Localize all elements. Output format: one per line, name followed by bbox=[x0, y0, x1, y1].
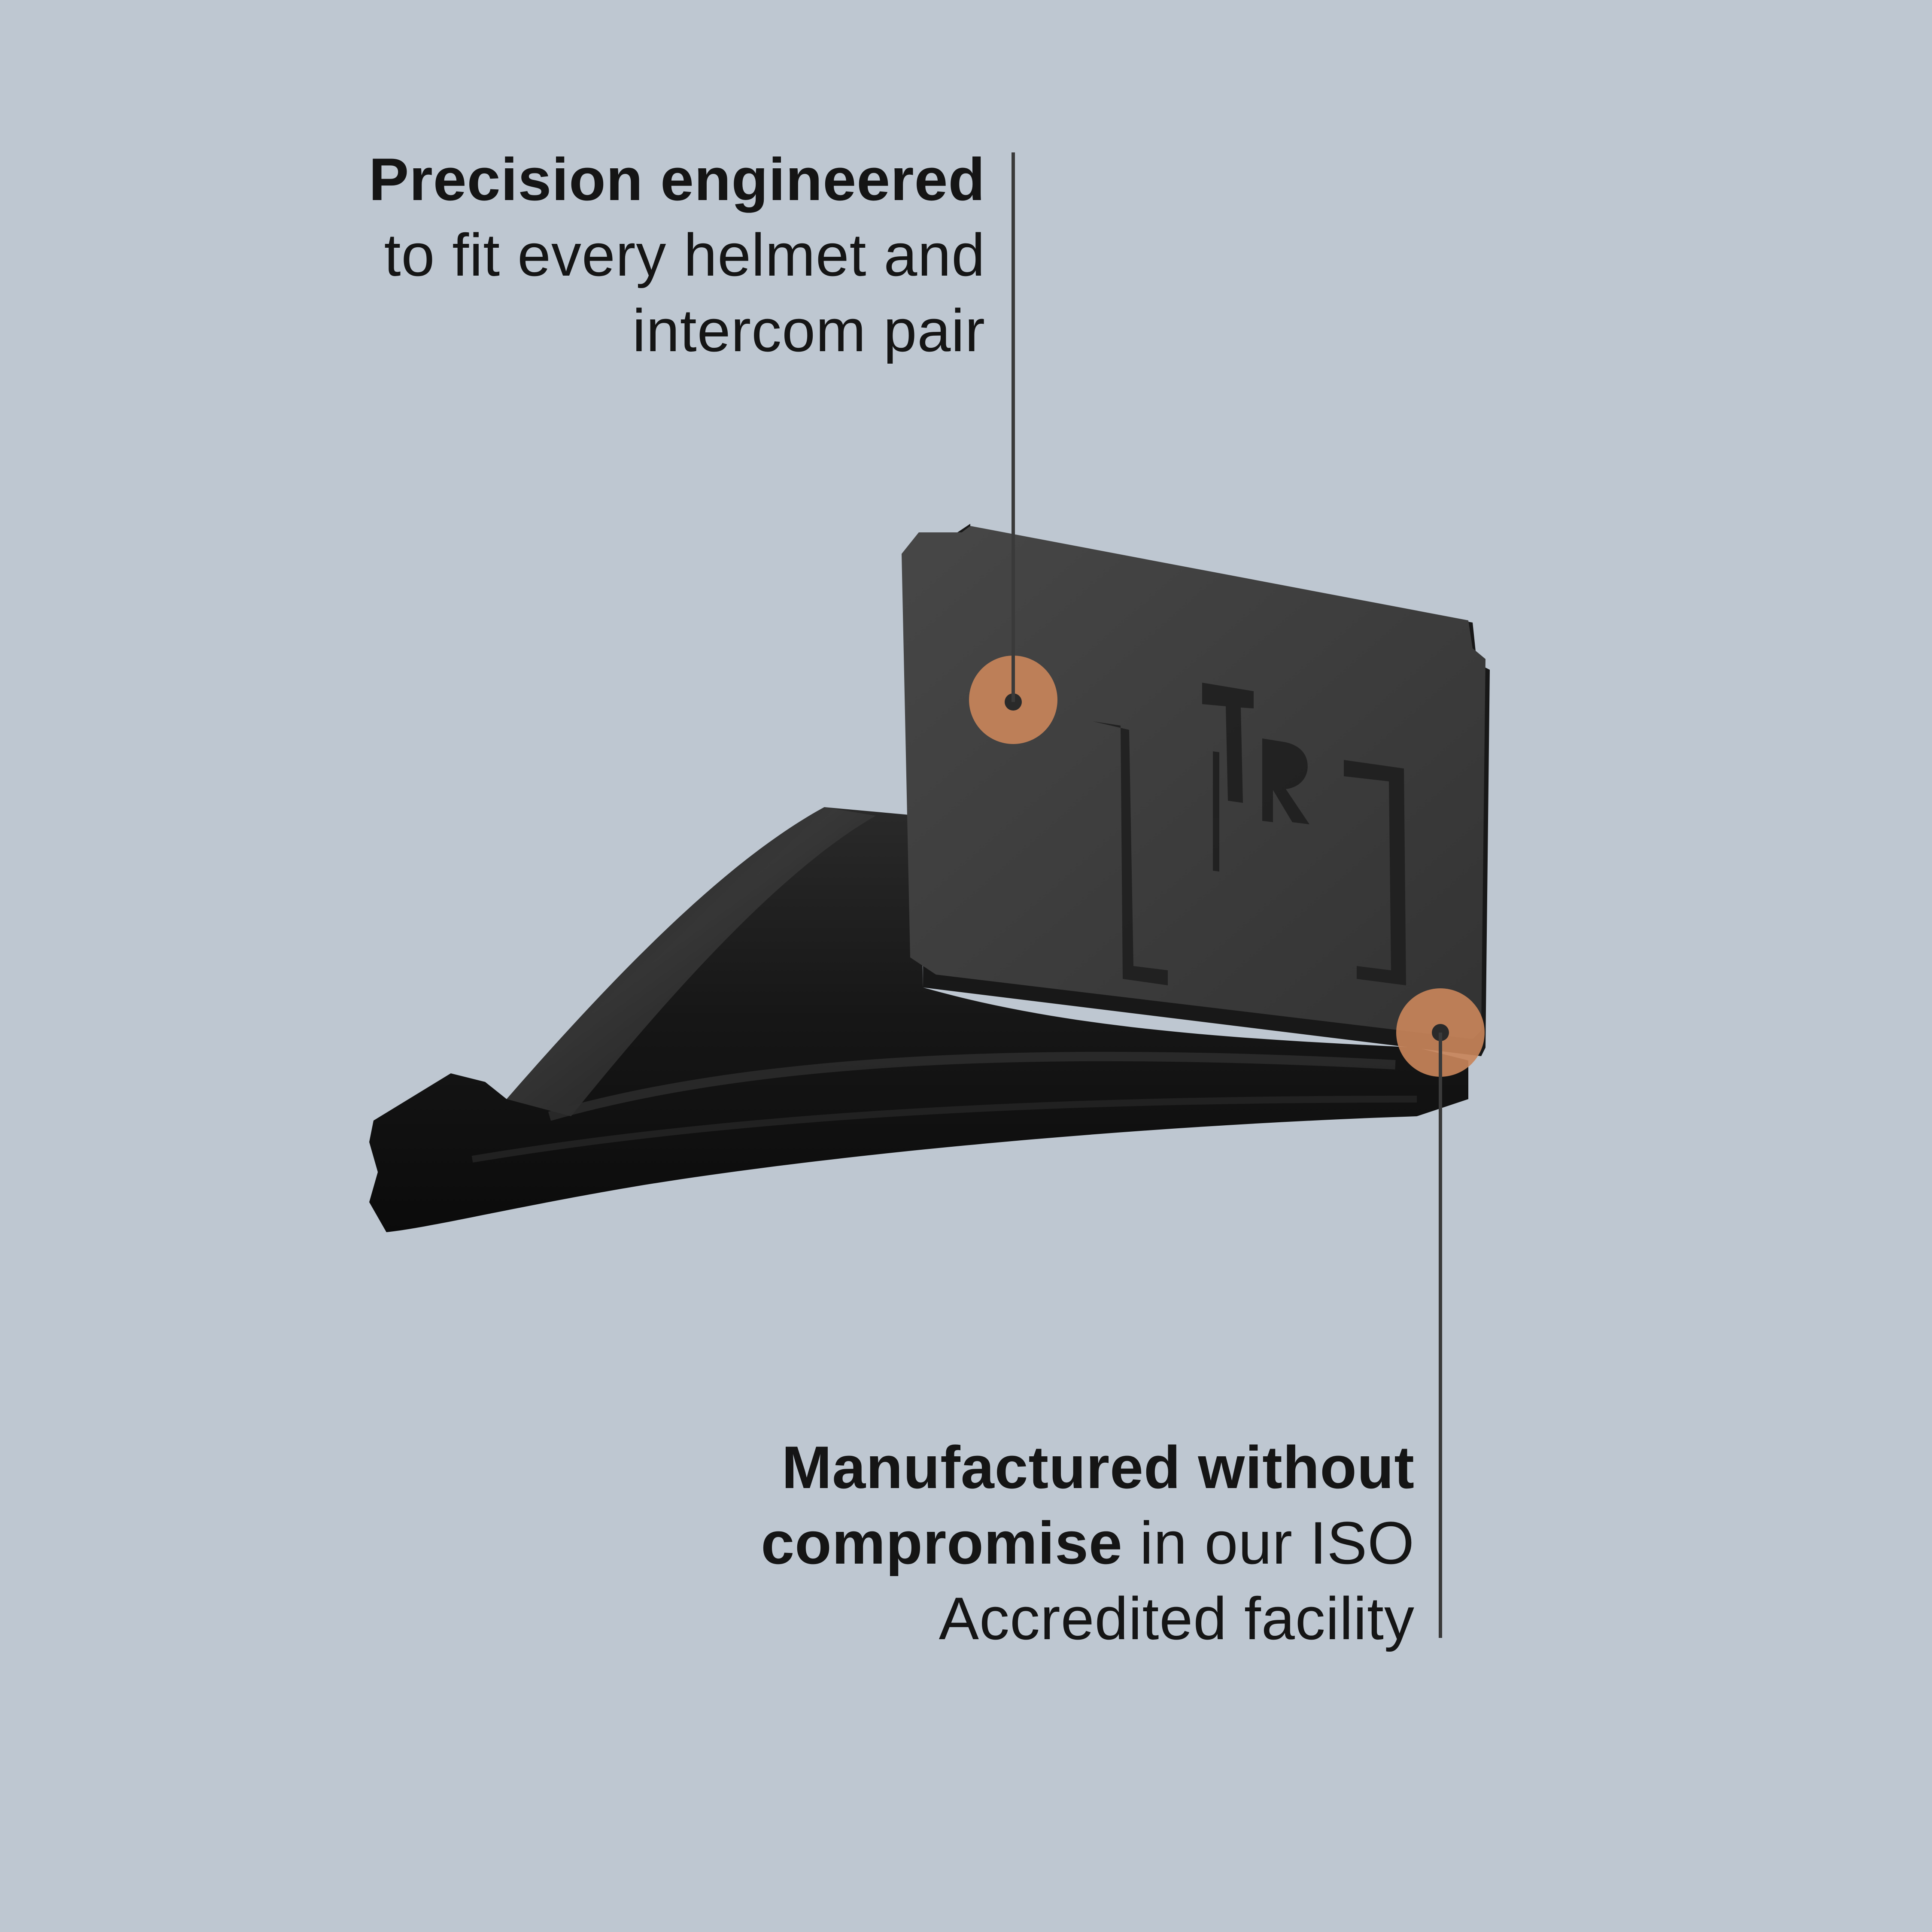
mount-groove bbox=[548, 1051, 1396, 1121]
callout-bottom-line3: Accredited facility bbox=[939, 1585, 1415, 1652]
callout-top-line3: intercom pair bbox=[632, 297, 985, 364]
callout-top-line2: to fit every helmet and bbox=[384, 221, 985, 289]
callout-top-heading: Precision engineered bbox=[368, 146, 985, 213]
callout-top-line1: Precision engineered bbox=[369, 142, 985, 217]
mount-base bbox=[369, 807, 1468, 1232]
logo-emboss bbox=[1093, 683, 1406, 985]
callout-bottom-heading-2: compromise bbox=[761, 1509, 1123, 1577]
callout-bottom-line2: compromise in our ISO bbox=[761, 1505, 1415, 1581]
callout-bottom-line2-rest: in our ISO bbox=[1122, 1509, 1415, 1577]
mounting-plate bbox=[902, 526, 1485, 1039]
mount-groove-2 bbox=[471, 1096, 1417, 1163]
mount-ramp bbox=[507, 807, 876, 1116]
callout-bottom-line1: Manufactured without bbox=[761, 1430, 1415, 1505]
callout-bottom-heading: Manufactured without bbox=[781, 1434, 1415, 1501]
callout-precision: Precision engineered to fit every helmet… bbox=[369, 142, 985, 368]
callout-manufactured: Manufactured without compromise in our I… bbox=[761, 1430, 1415, 1656]
